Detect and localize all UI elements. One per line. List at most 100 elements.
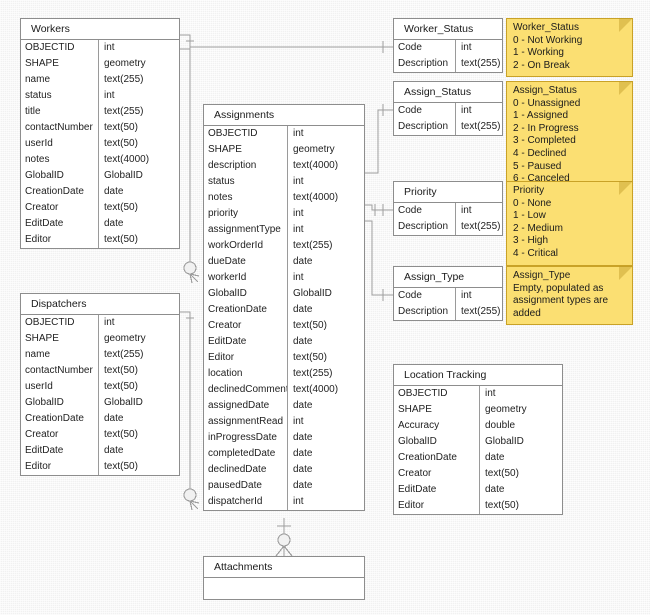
- field-name: SHAPE: [21, 56, 99, 72]
- note-line: 1 - Assigned: [513, 110, 569, 122]
- note-line: Empty, populated as: [513, 282, 604, 294]
- field-name: priority: [204, 206, 288, 222]
- field-name: GlobalID: [21, 395, 99, 411]
- note-title: Priority: [513, 185, 545, 196]
- field-name: title: [21, 104, 99, 120]
- field-name: GlobalID: [21, 168, 99, 184]
- field-type: date: [293, 448, 313, 459]
- note-line: 1 - Low: [513, 210, 546, 222]
- field-name: Description: [394, 304, 456, 320]
- field-type: date: [293, 336, 313, 347]
- field-name: name: [21, 347, 99, 363]
- field-name: userId: [21, 379, 99, 395]
- field-name: Creator: [394, 466, 480, 482]
- field-name: OBJECTID: [21, 40, 99, 56]
- field-name: notes: [204, 190, 288, 206]
- entity-title: Worker_Status: [394, 19, 502, 40]
- field-type: geometry: [485, 404, 527, 415]
- field-type: int: [293, 128, 304, 139]
- entity-field-row[interactable]: [204, 578, 364, 599]
- field-name: assignmentType: [204, 222, 288, 238]
- entity-attachments[interactable]: Attachments: [203, 556, 365, 600]
